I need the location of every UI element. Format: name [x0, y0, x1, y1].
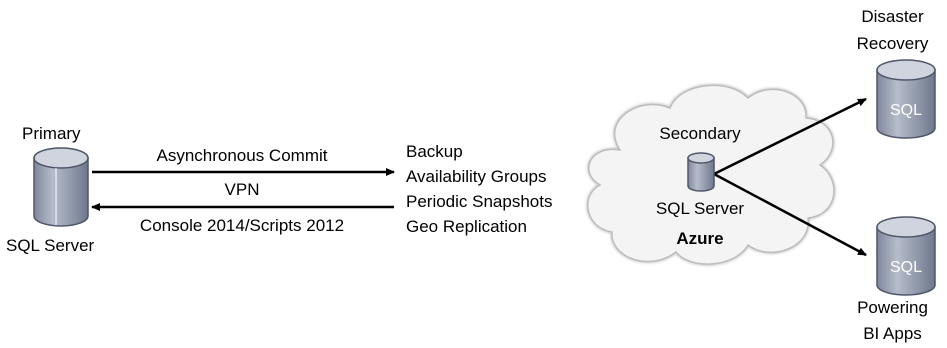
secondary-database-icon: [687, 152, 715, 192]
dr-title-line1: Disaster: [861, 7, 924, 26]
bi-title-line2: BI Apps: [863, 324, 922, 343]
vpn-label: VPN: [224, 180, 260, 199]
secondary-title: Secondary: [659, 124, 741, 143]
secondary-subtitle: SQL Server: [655, 199, 745, 218]
method-availability-groups: Availability Groups: [406, 167, 547, 186]
primary-database-icon: [33, 147, 89, 227]
async-commit-label: Asynchronous Commit: [156, 146, 328, 165]
method-periodic-snapshots: Periodic Snapshots: [406, 192, 553, 211]
bi-title-line1: Powering: [857, 298, 928, 317]
dr-database-icon: [876, 59, 936, 139]
azure-label: Azure: [676, 229, 724, 248]
primary-subtitle: SQL Server: [6, 236, 95, 255]
dr-db-label: SQL: [890, 102, 922, 119]
bi-database-icon: [876, 216, 936, 296]
bi-arrow: [713, 172, 867, 257]
method-backup: Backup: [406, 142, 463, 161]
console-scripts-label: Console 2014/Scripts 2012: [139, 216, 345, 235]
dr-title-line2: Recovery: [856, 34, 929, 53]
dr-arrow: [713, 97, 867, 176]
bi-db-label: SQL: [890, 259, 922, 276]
primary-title: Primary: [22, 124, 81, 143]
method-geo-replication: Geo Replication: [406, 217, 527, 236]
